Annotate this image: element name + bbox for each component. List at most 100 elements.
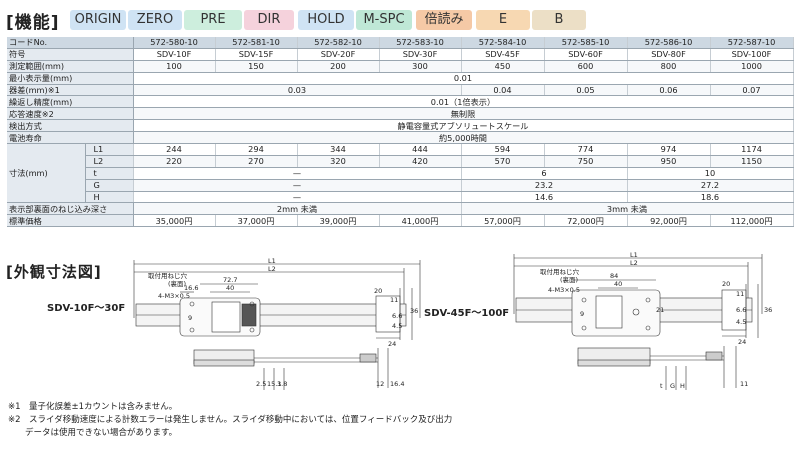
table-cell: 270	[215, 155, 298, 168]
right-outline-drawing: L1 L2 取付用ねじ穴 (裏面) 4-M3×0.5 84 40 9 21 24…	[513, 251, 772, 390]
screw-hole-paren: (裏面)	[168, 279, 186, 288]
r-dim-t: t	[660, 382, 663, 390]
table-cell: 72,000円	[544, 214, 628, 228]
table-cell: 92,000円	[627, 214, 711, 228]
r-dim-H: H	[680, 382, 685, 390]
table-cell: 35,000円	[133, 214, 216, 228]
row-label: 標準価格	[7, 214, 134, 228]
r-dim-G: G	[670, 382, 675, 390]
r-dim-36: 36	[764, 306, 772, 314]
r-dim-L2: L2	[630, 259, 638, 267]
table-cell: SDV-10F	[133, 48, 216, 61]
table-cell: 18.6	[627, 191, 794, 204]
table-cell: 1000	[710, 60, 794, 73]
table-cell: —	[133, 167, 462, 180]
dim-36: 36	[410, 307, 418, 315]
dim-3-8: 3.8	[277, 380, 287, 388]
feature-badge: DIR	[244, 10, 294, 30]
r-dim-84: 84	[610, 272, 618, 280]
dim-20: 20	[374, 287, 382, 295]
table-cell: SDV-15F	[215, 48, 298, 61]
table-cell: 200	[297, 60, 380, 73]
row-label: 符号	[7, 48, 134, 61]
dim-6-6: 6.6	[392, 312, 402, 320]
outline-title: [外観寸法図]	[6, 263, 102, 281]
table-cell: 750	[544, 155, 628, 168]
table-row: 検出方式静電容量式アブソリュートスケール	[7, 119, 794, 133]
row-label: 表示部裏面のねじ込み深さ	[7, 202, 134, 216]
screw-spec: 4-M3×0.5	[158, 292, 190, 300]
row-label: 寸法(mm)	[7, 143, 86, 204]
table-cell: 無制限	[133, 107, 794, 121]
table-cell: 444	[379, 143, 462, 156]
row-sublabel: H	[85, 191, 134, 204]
r-dim-21: 21	[656, 306, 664, 314]
notes: ※1 量子化誤差±1カウントは含みません。 ※2 スライダ移動速度による計数エラ…	[8, 401, 452, 440]
table-cell: 57,000円	[461, 214, 545, 228]
dim-40: 40	[226, 284, 234, 292]
row-label: 器差(mm)※1	[7, 84, 134, 97]
r-screw-spec: 4-M3×0.5	[548, 286, 580, 294]
table-cell: 572-581-10	[215, 37, 298, 49]
table-cell: 0.01	[133, 72, 794, 85]
row-sublabel: G	[85, 179, 134, 192]
feature-badge: PRE	[184, 10, 242, 30]
table-cell: 344	[297, 143, 380, 156]
table-cell: 27.2	[627, 179, 794, 192]
table-cell: SDV-80F	[627, 48, 711, 61]
row-label: 測定範囲(mm)	[7, 60, 134, 73]
table-cell: 0.07	[710, 84, 794, 97]
r-screw-hole-label: 取付用ねじ穴	[540, 267, 580, 276]
table-row: 最小表示量(mm)0.01	[7, 72, 794, 85]
dim-11: 11	[390, 296, 398, 304]
dim-4-5: 4.5	[392, 322, 402, 330]
table-cell: SDV-20F	[297, 48, 380, 61]
r-dim-9: 9	[580, 310, 584, 318]
table-cell: 974	[627, 143, 711, 156]
table-cell: SDV-60F	[544, 48, 628, 61]
feature-badge: M-SPC	[356, 10, 412, 30]
feature-badge: E	[476, 10, 530, 30]
row-label: 電池寿命	[7, 131, 134, 145]
table-cell: 0.06	[627, 84, 711, 97]
dim-9: 9	[188, 314, 192, 322]
dim-72-7: 72.7	[223, 276, 237, 284]
table-cell: 23.2	[461, 179, 628, 192]
feature-badge: HOLD	[298, 10, 354, 30]
table-cell: 950	[627, 155, 711, 168]
left-model-label: SDV-10F～30F	[47, 303, 126, 314]
dim-24: 24	[388, 340, 396, 348]
row-label: 繰返し精度(mm)	[7, 95, 134, 109]
features-title: [機能]	[6, 13, 60, 33]
dim-16-4: 16.4	[390, 380, 404, 388]
feature-badge: ZERO	[128, 10, 182, 30]
dim-12: 12	[376, 380, 384, 388]
table-cell: 150	[215, 60, 298, 73]
table-cell: 0.04	[461, 84, 545, 97]
row-label: 応答速度※2	[7, 107, 134, 121]
table-cell: 572-583-10	[379, 37, 462, 49]
right-model-label: SDV-45F～100F	[424, 308, 510, 319]
r-dim-L1: L1	[630, 251, 638, 259]
r-dim-11: 11	[736, 290, 744, 298]
note-1: ※1 量子化誤差±1カウントは含みません。	[8, 402, 178, 412]
table-cell: 約5,000時間	[133, 131, 794, 145]
table-cell: 41,000円	[379, 214, 462, 228]
row-label: コードNo.	[7, 37, 134, 49]
dim-16-6: 16.6	[184, 284, 198, 292]
dim-15-1: 15.1	[267, 380, 281, 388]
table-cell: SDV-45F	[461, 48, 545, 61]
note-2-cont: データは使用できない場合があります。	[8, 428, 178, 438]
table-cell: —	[133, 179, 462, 192]
table-cell: 0.03	[133, 84, 462, 97]
table-cell: 450	[461, 60, 545, 73]
